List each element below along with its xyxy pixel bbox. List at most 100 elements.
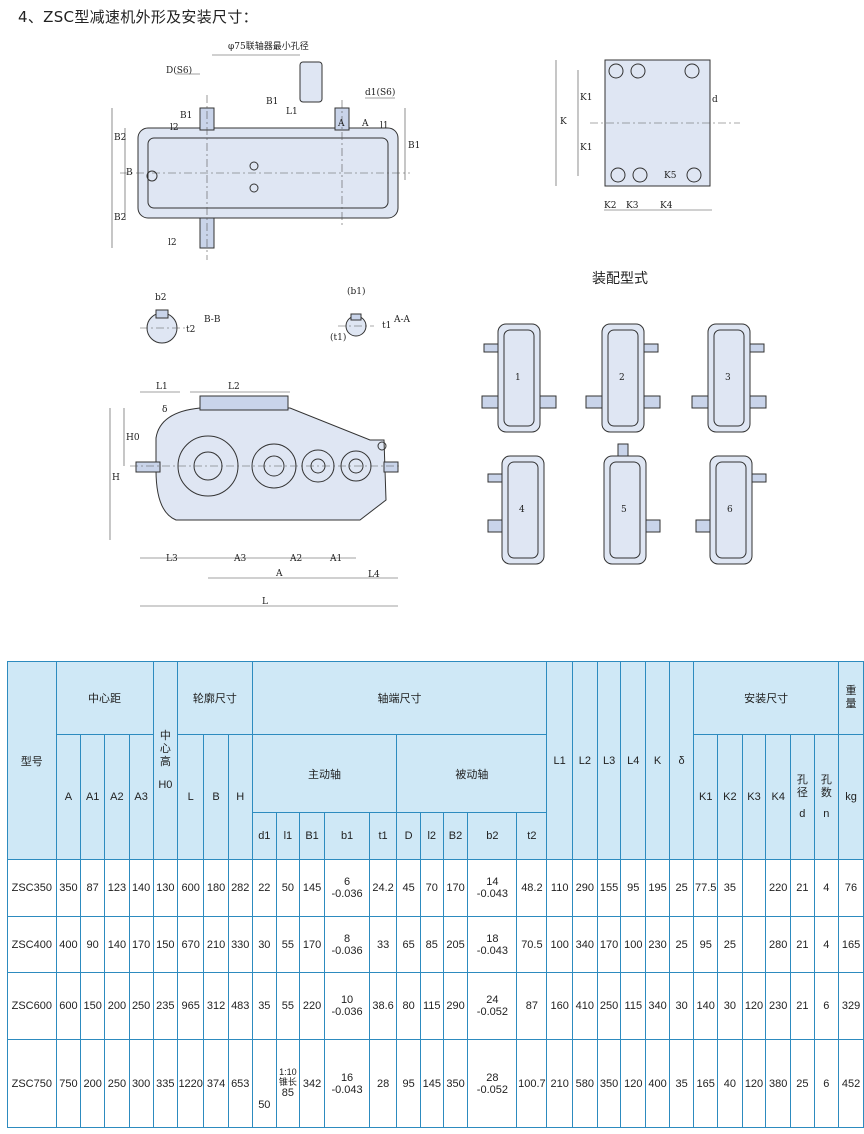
cell-delta: 25 — [668, 916, 695, 973]
cell-K2: 35 — [717, 859, 743, 917]
svg-text:B1: B1 — [408, 141, 420, 151]
cell-b2: 18-0.043 — [467, 916, 518, 973]
header-B1: B1 — [298, 812, 326, 860]
cell-t2: 100.7 — [516, 1039, 548, 1128]
svg-text:l1: l1 — [380, 121, 389, 131]
cell-t1: 33 — [368, 916, 398, 973]
svg-text:B1: B1 — [180, 111, 192, 121]
cell-L1: 100 — [546, 916, 573, 973]
cell-A: 750 — [55, 1039, 82, 1128]
cell-L1: 160 — [546, 972, 573, 1040]
cell-n: 4 — [813, 859, 840, 917]
cell-D: 80 — [396, 972, 421, 1040]
cell-model: ZSC400 — [7, 916, 57, 973]
cell-A3: 300 — [128, 1039, 154, 1128]
header-D: D — [396, 812, 421, 860]
cell-l2: 70 — [419, 859, 444, 917]
cell-K4: 280 — [765, 916, 792, 973]
cell-t1: 28 — [368, 1039, 398, 1128]
cell-K: 400 — [645, 1039, 670, 1128]
table-row: ZSC400 400 90 140 170 150 670 210 330 30… — [7, 916, 864, 973]
cell-model: ZSC350 — [7, 859, 57, 917]
header-A: A — [55, 734, 82, 860]
cell-kg: 452 — [838, 1039, 864, 1128]
header-L2: L2 — [572, 661, 598, 860]
header-driven-shaft: 被动轴 — [396, 734, 548, 813]
cell-L1: 110 — [546, 859, 573, 917]
cell-B2: 205 — [442, 916, 469, 973]
svg-text:B: B — [126, 168, 133, 178]
cell-l1: 55 — [276, 916, 300, 973]
cell-b1: 8-0.036 — [324, 916, 370, 973]
svg-text:2: 2 — [619, 373, 625, 383]
svg-text:4: 4 — [519, 505, 525, 515]
cell-K: 195 — [645, 859, 670, 917]
cell-K1: 165 — [693, 1039, 719, 1128]
assembly-types-drawing: 1 2 3 4 5 6 — [481, 323, 767, 565]
cell-B2: 350 — [442, 1039, 469, 1128]
cell-A: 350 — [55, 859, 82, 917]
svg-text:H: H — [112, 473, 120, 483]
svg-text:K5: K5 — [664, 171, 677, 181]
svg-text:δ: δ — [162, 405, 167, 415]
top-view-drawing: D(S6) φ75联轴器最小孔径 d1(S6) B1 l2 B2 B B2 l2… — [111, 40, 420, 260]
cell-b2: 24-0.052 — [467, 972, 518, 1040]
svg-text:L: L — [262, 597, 268, 607]
cell-d: 21 — [790, 916, 815, 973]
header-L3: L3 — [596, 661, 622, 860]
cell-L: 1220 — [177, 1039, 205, 1128]
cell-L2: 410 — [572, 972, 598, 1040]
header-hole-diameter: 孔径 d — [790, 734, 815, 860]
cell-kg: 76 — [838, 859, 864, 917]
svg-text:B-B: B-B — [204, 315, 221, 325]
header-K3: K3 — [741, 734, 767, 860]
cell-d1: 50 — [251, 1039, 278, 1128]
svg-text:L2: L2 — [228, 382, 240, 392]
svg-text:K2: K2 — [604, 201, 616, 211]
cell-d1: 30 — [251, 916, 278, 973]
svg-text:K4: K4 — [660, 201, 673, 211]
svg-text:L1: L1 — [286, 107, 298, 117]
cell-b1: 6-0.036 — [324, 859, 370, 917]
svg-text:3: 3 — [725, 373, 731, 383]
cell-B1: 170 — [298, 916, 326, 973]
svg-text:D(S6): D(S6) — [166, 65, 192, 76]
header-A1: A1 — [80, 734, 106, 860]
header-t1: t1 — [368, 812, 398, 860]
cell-K4: 220 — [765, 859, 792, 917]
svg-text:A3: A3 — [233, 554, 246, 564]
cell-A3: 140 — [128, 859, 154, 917]
header-install: 安装尺寸 — [693, 661, 840, 735]
table-row: ZSC350 350 87 123 140 130 600 180 282 22… — [7, 859, 864, 917]
header-delta: δ — [668, 661, 695, 860]
header-center-distance: 中心距 — [55, 661, 154, 735]
cell-delta: 30 — [668, 972, 695, 1040]
cell-K3: 120 — [741, 1039, 767, 1128]
section-views-drawing: b2 t2 B-B (b1) t1 A-A (t1) — [140, 286, 411, 344]
cell-t1: 24.2 — [368, 859, 398, 917]
cell-d: 25 — [790, 1039, 815, 1128]
cell-H0: 130 — [152, 859, 179, 917]
cell-A1: 87 — [80, 859, 106, 917]
cell-l2: 145 — [419, 1039, 444, 1128]
cell-L4: 100 — [620, 916, 647, 973]
cell-L4: 120 — [620, 1039, 647, 1128]
cell-L: 965 — [177, 972, 205, 1040]
svg-text:L3: L3 — [166, 554, 178, 564]
cell-A1: 90 — [80, 916, 106, 973]
cell-K4: 380 — [765, 1039, 792, 1128]
header-center-height: 中心高 H0 — [152, 661, 179, 860]
cell-L3: 170 — [596, 916, 622, 973]
cell-K: 230 — [645, 916, 670, 973]
header-kg: kg — [838, 734, 864, 860]
header-model: 型号 — [7, 661, 57, 860]
cell-A2: 250 — [104, 1039, 130, 1128]
cell-H0: 150 — [152, 916, 179, 973]
cell-L2: 290 — [572, 859, 598, 917]
svg-text:A-A: A-A — [393, 315, 411, 325]
svg-text:A: A — [275, 569, 283, 579]
cell-t2: 87 — [516, 972, 548, 1040]
header-b1: b1 — [324, 812, 370, 860]
cell-K2: 40 — [717, 1039, 743, 1128]
header-K4: K4 — [765, 734, 792, 860]
